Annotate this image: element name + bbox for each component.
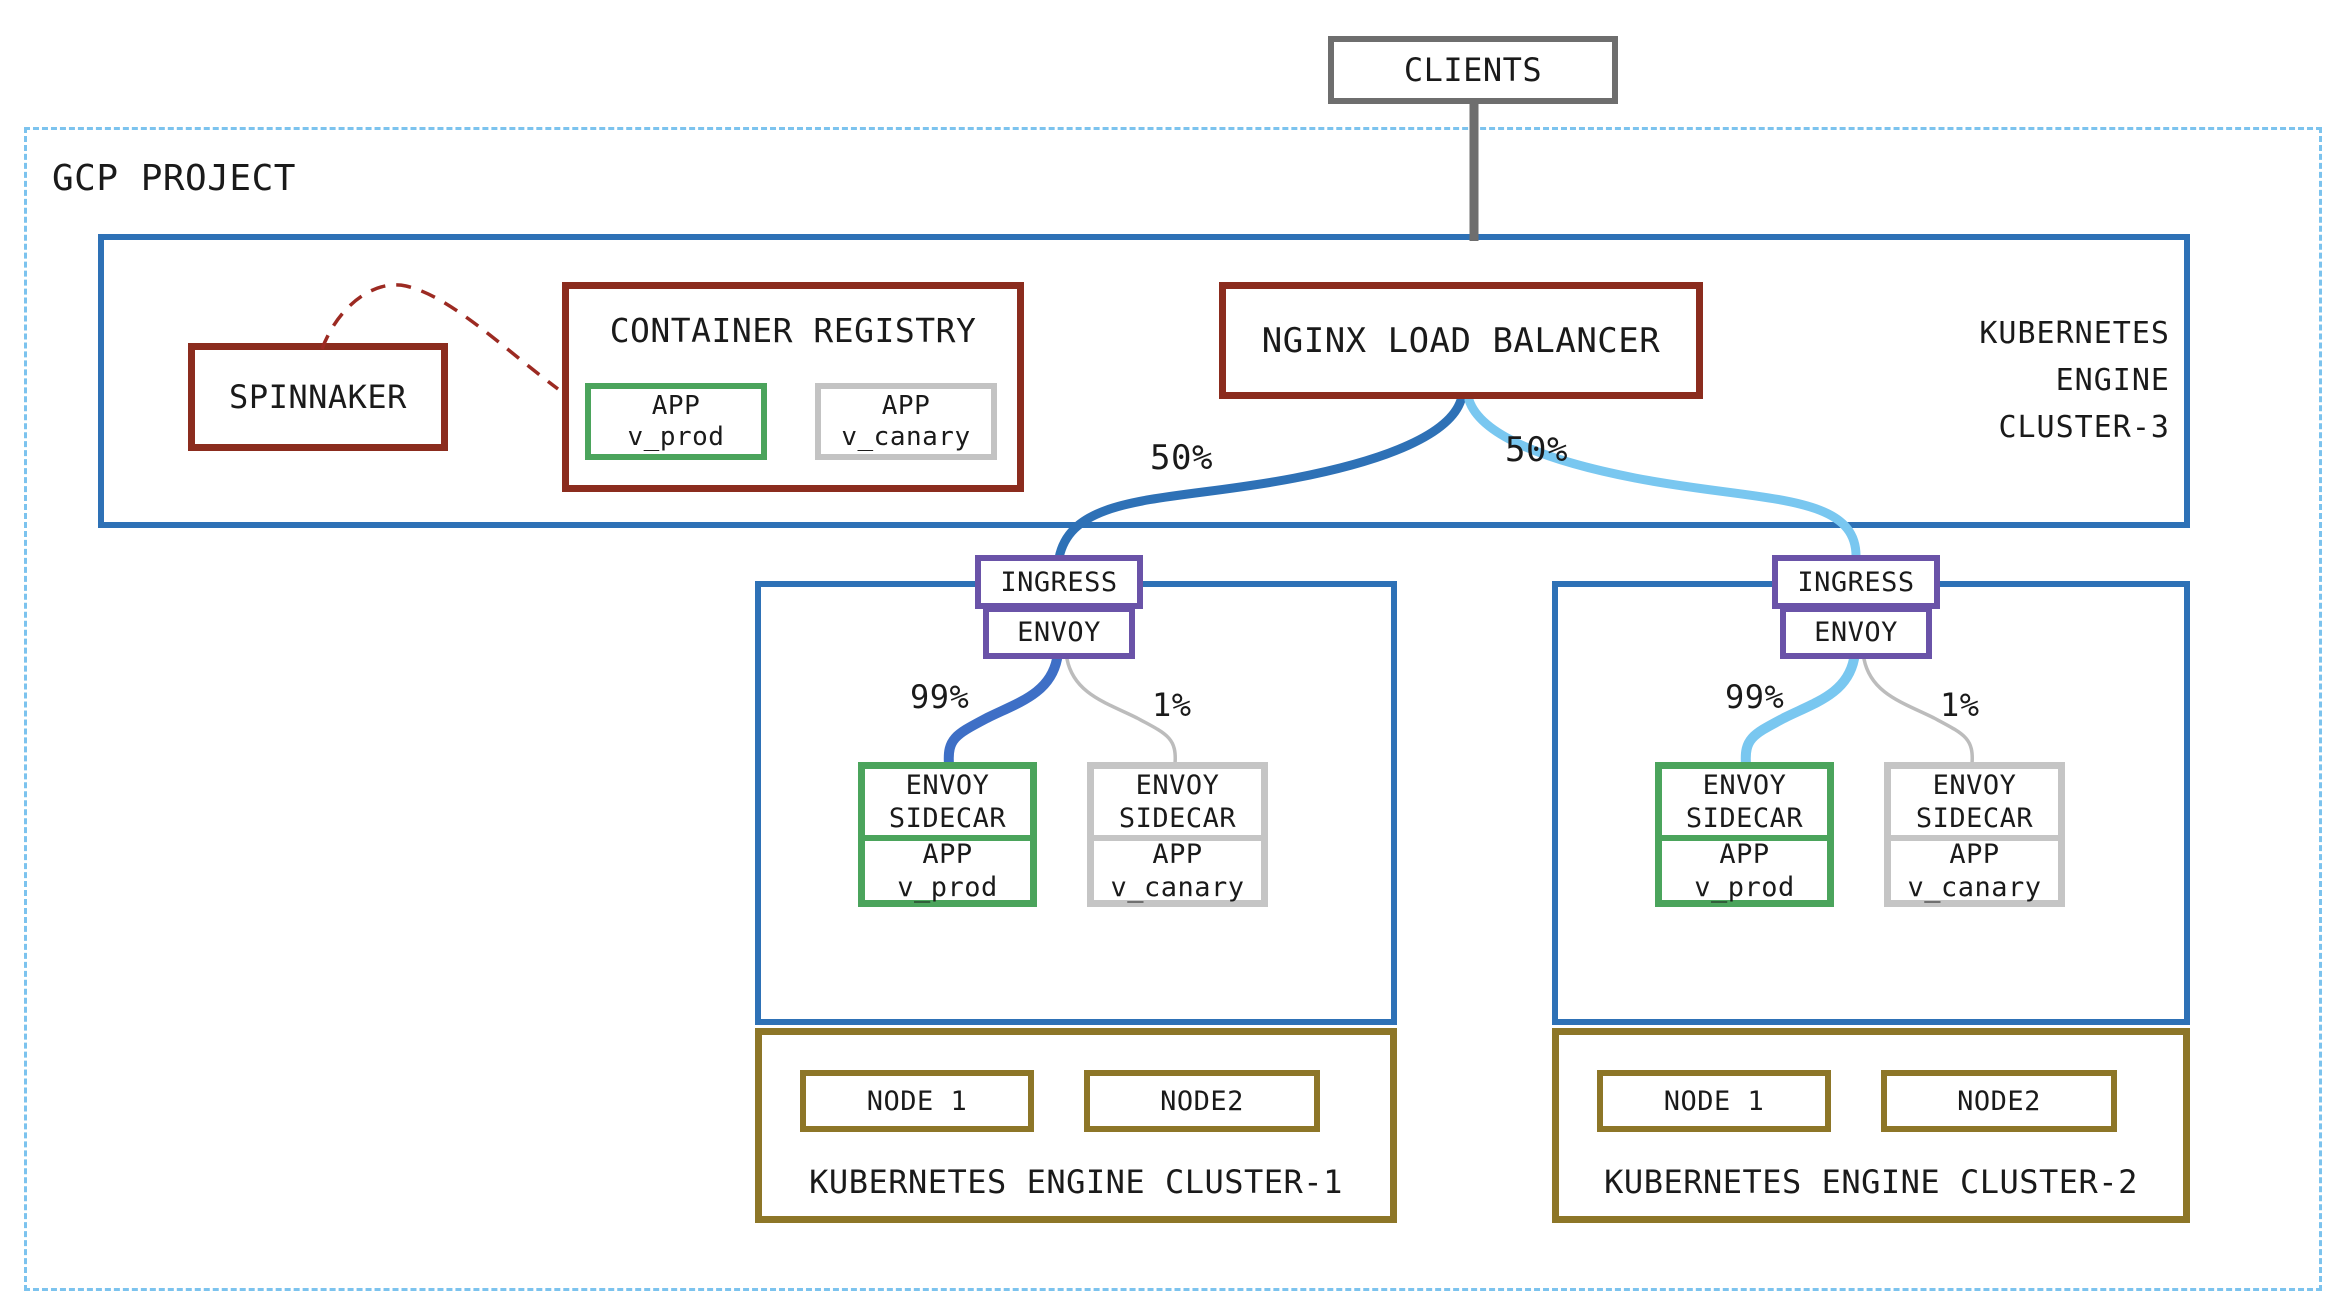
registry-app-prod-line1: APP <box>651 390 701 421</box>
cluster2-canary-sidecar-line1: ENVOY <box>1932 770 2017 801</box>
nginx-load-balancer-label: NGINX LOAD BALANCER <box>1261 320 1661 361</box>
cluster1-prod-app-line1: APP <box>922 838 973 870</box>
cluster1-node1-label: NODE 1 <box>866 1085 968 1117</box>
registry-app-prod: APP v_prod <box>585 383 767 460</box>
gcp-project-boundary <box>24 127 2322 1291</box>
cluster1-1-label: 1% <box>1152 686 1192 724</box>
cluster2-prod-app-line2: v_prod <box>1694 871 1795 903</box>
cluster1-canary-sidecar-line1: ENVOY <box>1135 770 1220 801</box>
cluster2-prod-sidecar-line2: SIDECAR <box>1685 803 1804 834</box>
cluster1-prod-pod: ENVOY SIDECAR APP v_prod <box>858 762 1037 907</box>
cluster1-canary-sidecar-line2: SIDECAR <box>1118 803 1237 834</box>
cluster2-node1-box: NODE 1 <box>1597 1070 1831 1132</box>
cluster2-prod-app-line1: APP <box>1719 838 1770 870</box>
cluster1-prod-app-cell: APP v_prod <box>865 835 1030 903</box>
cluster2-canary-pod: ENVOY SIDECAR APP v_canary <box>1884 762 2065 907</box>
cluster2-prod-sidecar-cell: ENVOY SIDECAR <box>1662 769 1827 835</box>
cluster2-canary-app-line2: v_canary <box>1907 871 2042 903</box>
cluster3-label-line3: CLUSTER-3 <box>1998 410 2170 445</box>
cluster1-envoy-label: ENVOY <box>1017 617 1101 648</box>
cluster2-nodes-box: NODE 1 NODE2 KUBERNETES ENGINE CLUSTER-2 <box>1552 1028 2190 1223</box>
cluster2-canary-sidecar-line2: SIDECAR <box>1915 803 2034 834</box>
cluster2-node2-label: NODE2 <box>1957 1085 2041 1117</box>
cluster2-node2-box: NODE2 <box>1881 1070 2117 1132</box>
cluster1-prod-sidecar-cell: ENVOY SIDECAR <box>865 769 1030 835</box>
cluster1-prod-sidecar-line2: SIDECAR <box>888 803 1007 834</box>
cluster2-envoy-label: ENVOY <box>1814 617 1898 648</box>
cluster3-label-line1: KUBERNETES <box>1979 316 2170 351</box>
cluster3-label-line2: ENGINE <box>2055 363 2170 398</box>
registry-app-canary-line2: v_canary <box>841 421 971 452</box>
cluster2-99-label: 99% <box>1725 678 1785 716</box>
cluster2-canary-sidecar-cell: ENVOY SIDECAR <box>1891 769 2058 835</box>
cluster1-prod-sidecar-line1: ENVOY <box>905 770 990 801</box>
cluster1-node2-label: NODE2 <box>1160 1085 1244 1117</box>
cluster1-ingress-box: INGRESS <box>975 555 1143 609</box>
cluster2-canary-app-line1: APP <box>1949 838 2000 870</box>
cluster1-prod-app-line2: v_prod <box>897 871 998 903</box>
cluster2-label: KUBERNETES ENGINE CLUSTER-2 <box>1604 1163 2138 1201</box>
container-registry-title: CONTAINER REGISTRY <box>609 311 977 350</box>
cluster2-ingress-box: INGRESS <box>1772 555 1940 609</box>
cluster1-nodes-box: NODE 1 NODE2 KUBERNETES ENGINE CLUSTER-1 <box>755 1028 1397 1223</box>
cluster2-prod-pod: ENVOY SIDECAR APP v_prod <box>1655 762 1834 907</box>
cluster2-canary-app-cell: APP v_canary <box>1891 835 2058 903</box>
cluster2-1-label: 1% <box>1940 686 1980 724</box>
cluster1-label: KUBERNETES ENGINE CLUSTER-1 <box>809 1163 1343 1201</box>
cluster2-envoy-box: ENVOY <box>1780 606 1932 659</box>
cluster2-node1-label: NODE 1 <box>1663 1085 1765 1117</box>
clients-box: CLIENTS <box>1328 36 1618 104</box>
nginx-load-balancer-box: NGINX LOAD BALANCER <box>1219 282 1703 399</box>
cluster1-canary-pod: ENVOY SIDECAR APP v_canary <box>1087 762 1268 907</box>
cluster2-ingress-label: INGRESS <box>1797 566 1915 598</box>
cluster2-prod-app-cell: APP v_prod <box>1662 835 1827 903</box>
cluster1-99-label: 99% <box>910 678 970 716</box>
cluster1-canary-sidecar-cell: ENVOY SIDECAR <box>1094 769 1261 835</box>
cluster1-canary-app-line1: APP <box>1152 838 1203 870</box>
gcp-project-label: GCP PROJECT <box>52 158 296 199</box>
cluster1-ingress-label: INGRESS <box>1000 566 1118 598</box>
spinnaker-box: SPINNAKER <box>188 343 448 451</box>
registry-app-prod-line2: v_prod <box>627 421 725 452</box>
cluster1-envoy-box: ENVOY <box>983 606 1135 659</box>
clients-label: CLIENTS <box>1403 51 1543 89</box>
cluster1-node2-box: NODE2 <box>1084 1070 1320 1132</box>
cluster2-prod-sidecar-line1: ENVOY <box>1702 770 1787 801</box>
cluster1-canary-app-line2: v_canary <box>1110 871 1245 903</box>
registry-app-canary: APP v_canary <box>815 383 997 460</box>
cluster3-label: KUBERNETES ENGINE CLUSTER-3 <box>1880 310 2170 451</box>
registry-app-canary-line1: APP <box>881 390 931 421</box>
spinnaker-label: SPINNAKER <box>229 378 407 416</box>
container-registry-box: CONTAINER REGISTRY APP v_prod APP v_cana… <box>562 282 1024 492</box>
traffic-50-right-label: 50% <box>1505 430 1568 470</box>
cluster1-canary-app-cell: APP v_canary <box>1094 835 1261 903</box>
cluster1-node1-box: NODE 1 <box>800 1070 1034 1132</box>
traffic-50-left-label: 50% <box>1150 438 1213 478</box>
